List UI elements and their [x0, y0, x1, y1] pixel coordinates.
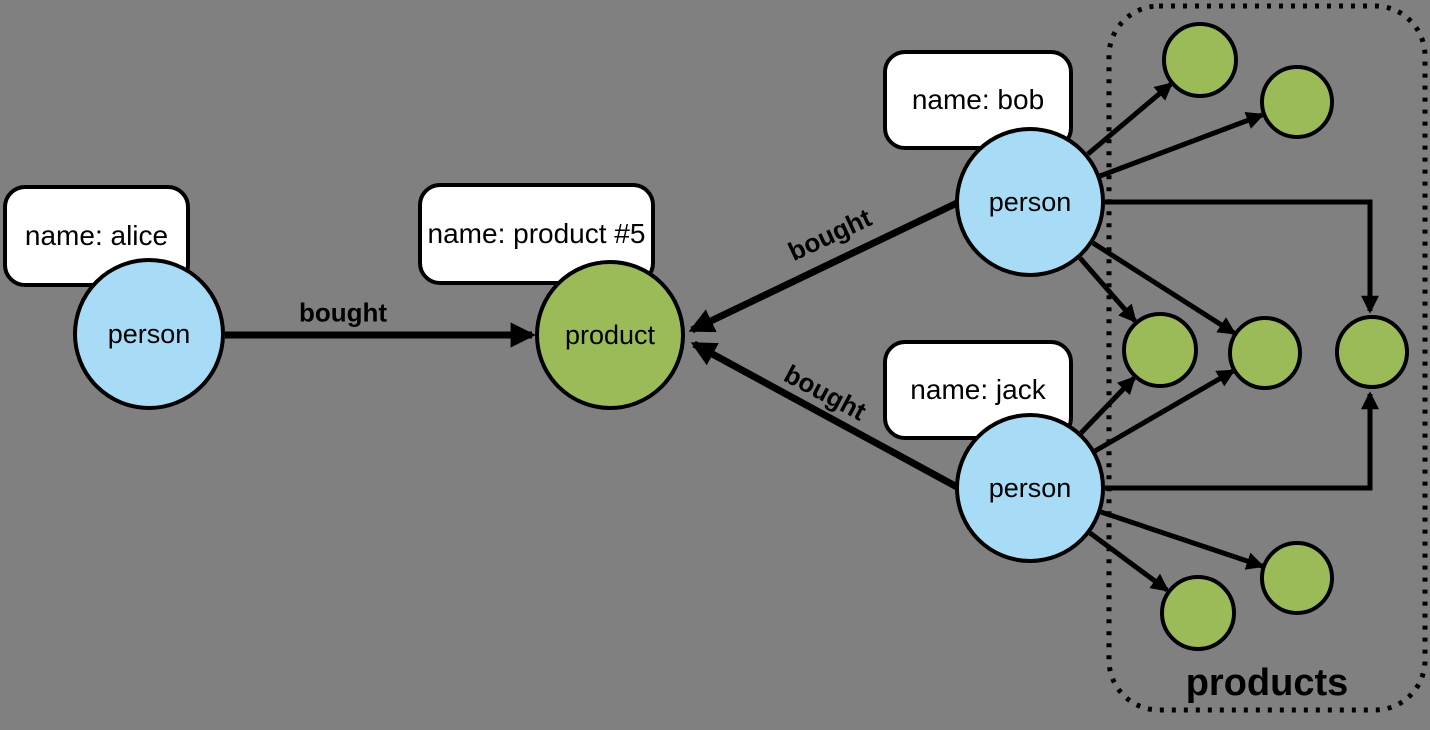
- node-alice-person: person: [73, 258, 225, 410]
- node-anon-product-1: [1162, 22, 1238, 98]
- property-text-product5: name: product #5: [427, 218, 646, 249]
- property-box-alice: name: alice: [3, 185, 190, 287]
- edge-jack-product-bottom1: [1100, 509, 1265, 570]
- node-anon-product-6: [1260, 541, 1334, 615]
- edge-jack-product-mid1: [1079, 376, 1136, 435]
- node-product5: product: [535, 260, 685, 410]
- edge-bob-product-top2: [1099, 111, 1265, 179]
- edge-label-alice-bought: bought: [298, 297, 388, 328]
- node-anon-product-5: [1335, 315, 1409, 389]
- node-anon-product-7: [1160, 575, 1236, 651]
- edge-jack-product-bottom2: [1088, 530, 1170, 593]
- edge-jack-product-mid3-elbow: [1105, 391, 1379, 491]
- node-jack-person: person: [955, 413, 1105, 563]
- products-group-label: products: [1185, 662, 1349, 704]
- edge-bob-bought-product: [688, 199, 959, 334]
- node-label-jack: person: [988, 472, 1072, 503]
- node-anon-product-4: [1228, 316, 1302, 390]
- node-anon-product-3: [1122, 312, 1198, 388]
- node-label-alice: person: [107, 318, 191, 349]
- edge-jack-product-mid2: [1093, 368, 1236, 454]
- node-label-product5: product: [564, 319, 656, 350]
- property-text-bob: name: bob: [911, 84, 1045, 115]
- edge-bob-product-mid2: [1091, 240, 1237, 336]
- edge-bob-product-mid1: [1078, 256, 1137, 324]
- property-text-jack: name: jack: [910, 374, 1046, 405]
- node-anon-product-2: [1260, 65, 1334, 139]
- property-text-alice: name: alice: [24, 220, 169, 251]
- edge-bob-product-top1: [1086, 82, 1174, 156]
- node-bob-person: person: [955, 127, 1105, 277]
- node-label-bob: person: [988, 186, 1072, 217]
- products-group-border: [1106, 3, 1428, 713]
- edge-bob-product-mid3-elbow: [1105, 199, 1379, 314]
- edge-jack-bought-product: [690, 340, 959, 491]
